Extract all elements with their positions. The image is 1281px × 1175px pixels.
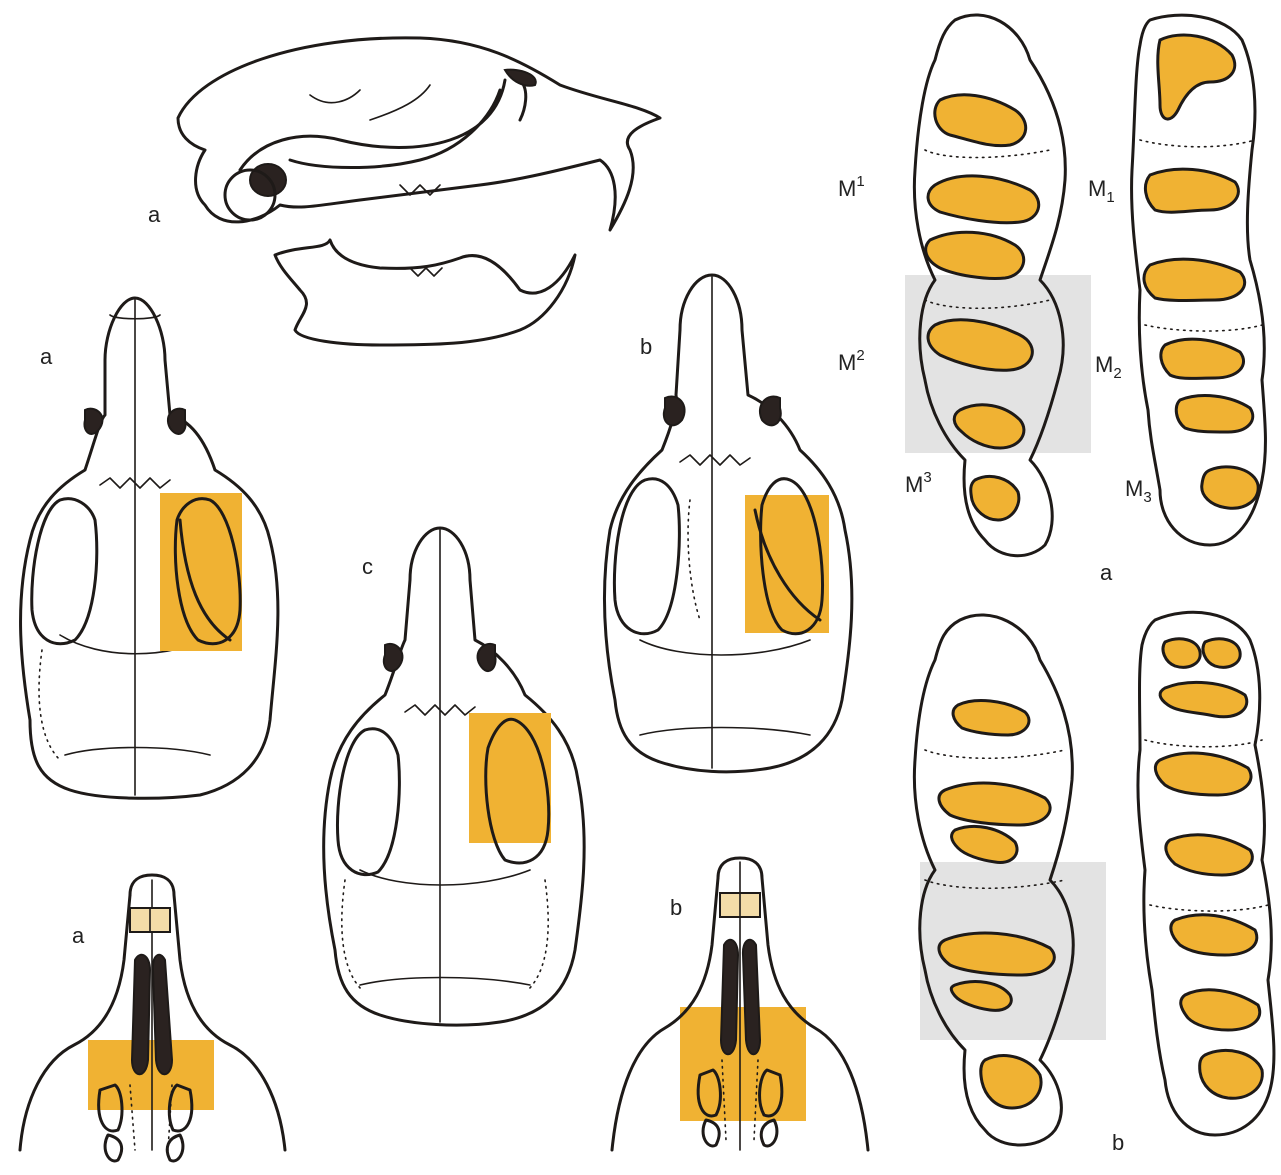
label-lateral-a: a — [148, 202, 161, 227]
label-palate-b: b — [670, 895, 682, 920]
dorsal-skull-a-figure: a — [21, 298, 278, 798]
label-dorsal-b: b — [640, 334, 652, 359]
label-dorsal-a: a — [40, 344, 53, 369]
highlight-region — [160, 493, 242, 651]
label-upper-m1: M1 — [838, 173, 865, 201]
label-lower-m1: M1 — [1088, 176, 1115, 206]
lateral-skull-figure: a — [148, 38, 660, 345]
label-teeth-a: a — [1100, 560, 1113, 585]
dorsal-skull-c-figure: c — [324, 528, 584, 1025]
palate-a-figure: a — [20, 875, 285, 1161]
label-upper-m2: M2 — [838, 347, 865, 375]
label-teeth-b: b — [1112, 1130, 1124, 1155]
highlight-region — [88, 1040, 214, 1110]
label-upper-m3: M3 — [905, 469, 932, 497]
dorsal-skull-b-figure: b — [605, 275, 852, 772]
label-lower-m3: M3 — [1125, 476, 1152, 506]
palate-b-figure: b — [612, 858, 868, 1150]
molar-rows-a-figure: M1 M2 M3 M1 M2 M3 a — [838, 15, 1265, 585]
label-palate-a: a — [72, 923, 85, 948]
molar-rows-b-figure: b — [914, 612, 1274, 1155]
highlight-region — [469, 713, 551, 843]
label-dorsal-c: c — [362, 554, 373, 579]
label-lower-m2: M2 — [1095, 352, 1122, 382]
